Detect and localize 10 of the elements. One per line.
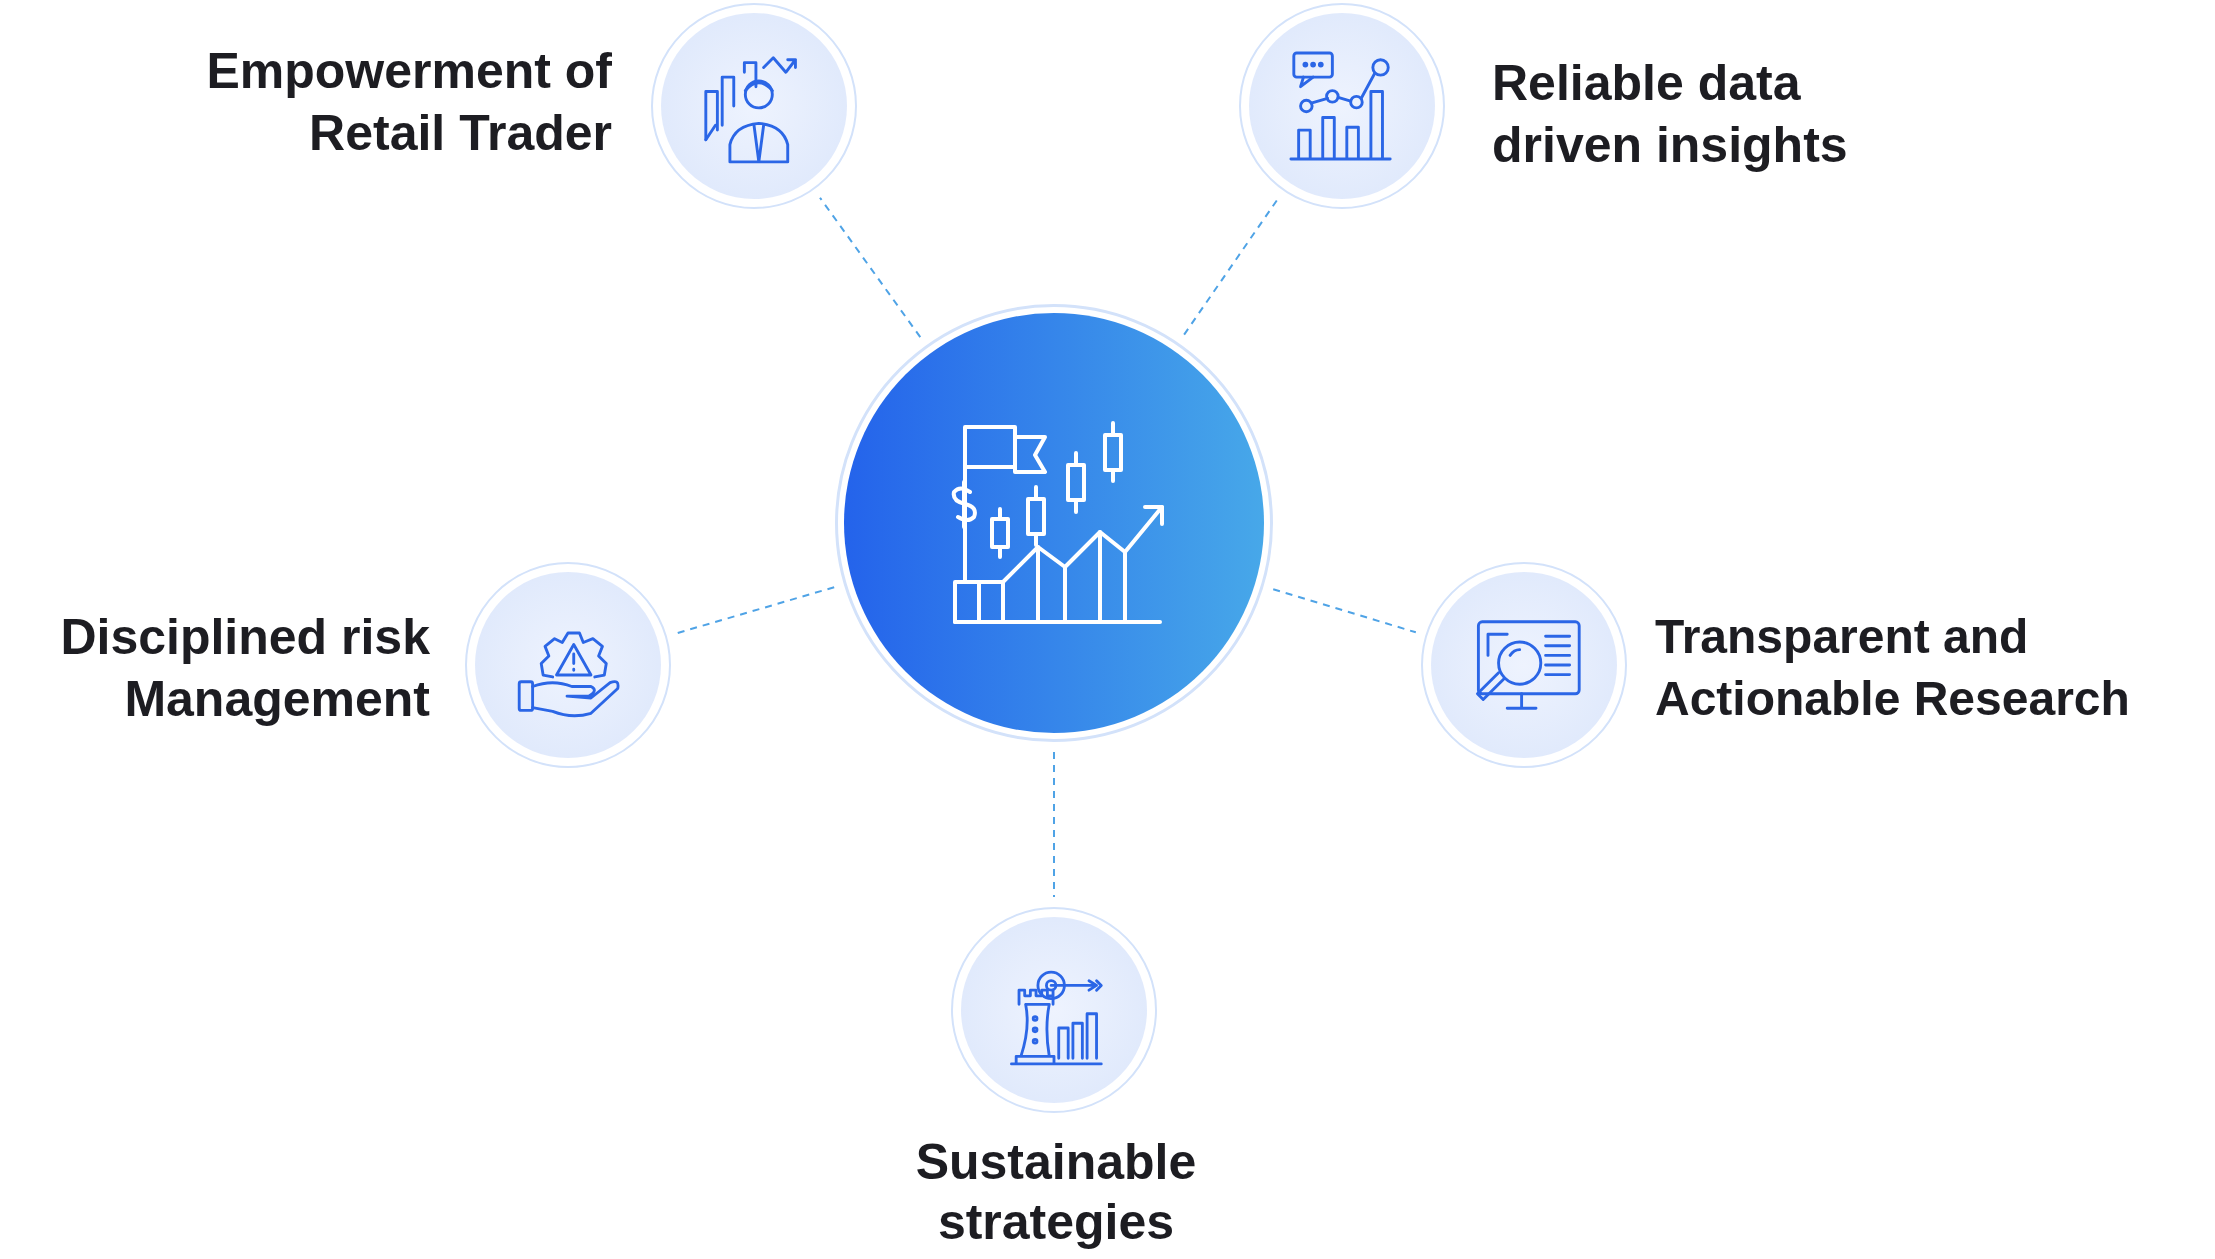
dashed-connector — [1053, 751, 1055, 898]
dashed-connector — [1183, 198, 1279, 336]
node-label: Empowerment of Retail Trader — [205, 42, 612, 163]
node-label: Reliable data driven insights — [1492, 54, 1849, 175]
dashed-connector — [675, 586, 836, 635]
node-label: Transparent and Actionable Research — [1655, 609, 2131, 727]
node-label: Sustainable strategies — [914, 1133, 1198, 1252]
node-label: Disciplined risk Management — [59, 608, 430, 729]
dashed-connector — [1272, 588, 1417, 634]
dashed-connector — [819, 196, 922, 339]
